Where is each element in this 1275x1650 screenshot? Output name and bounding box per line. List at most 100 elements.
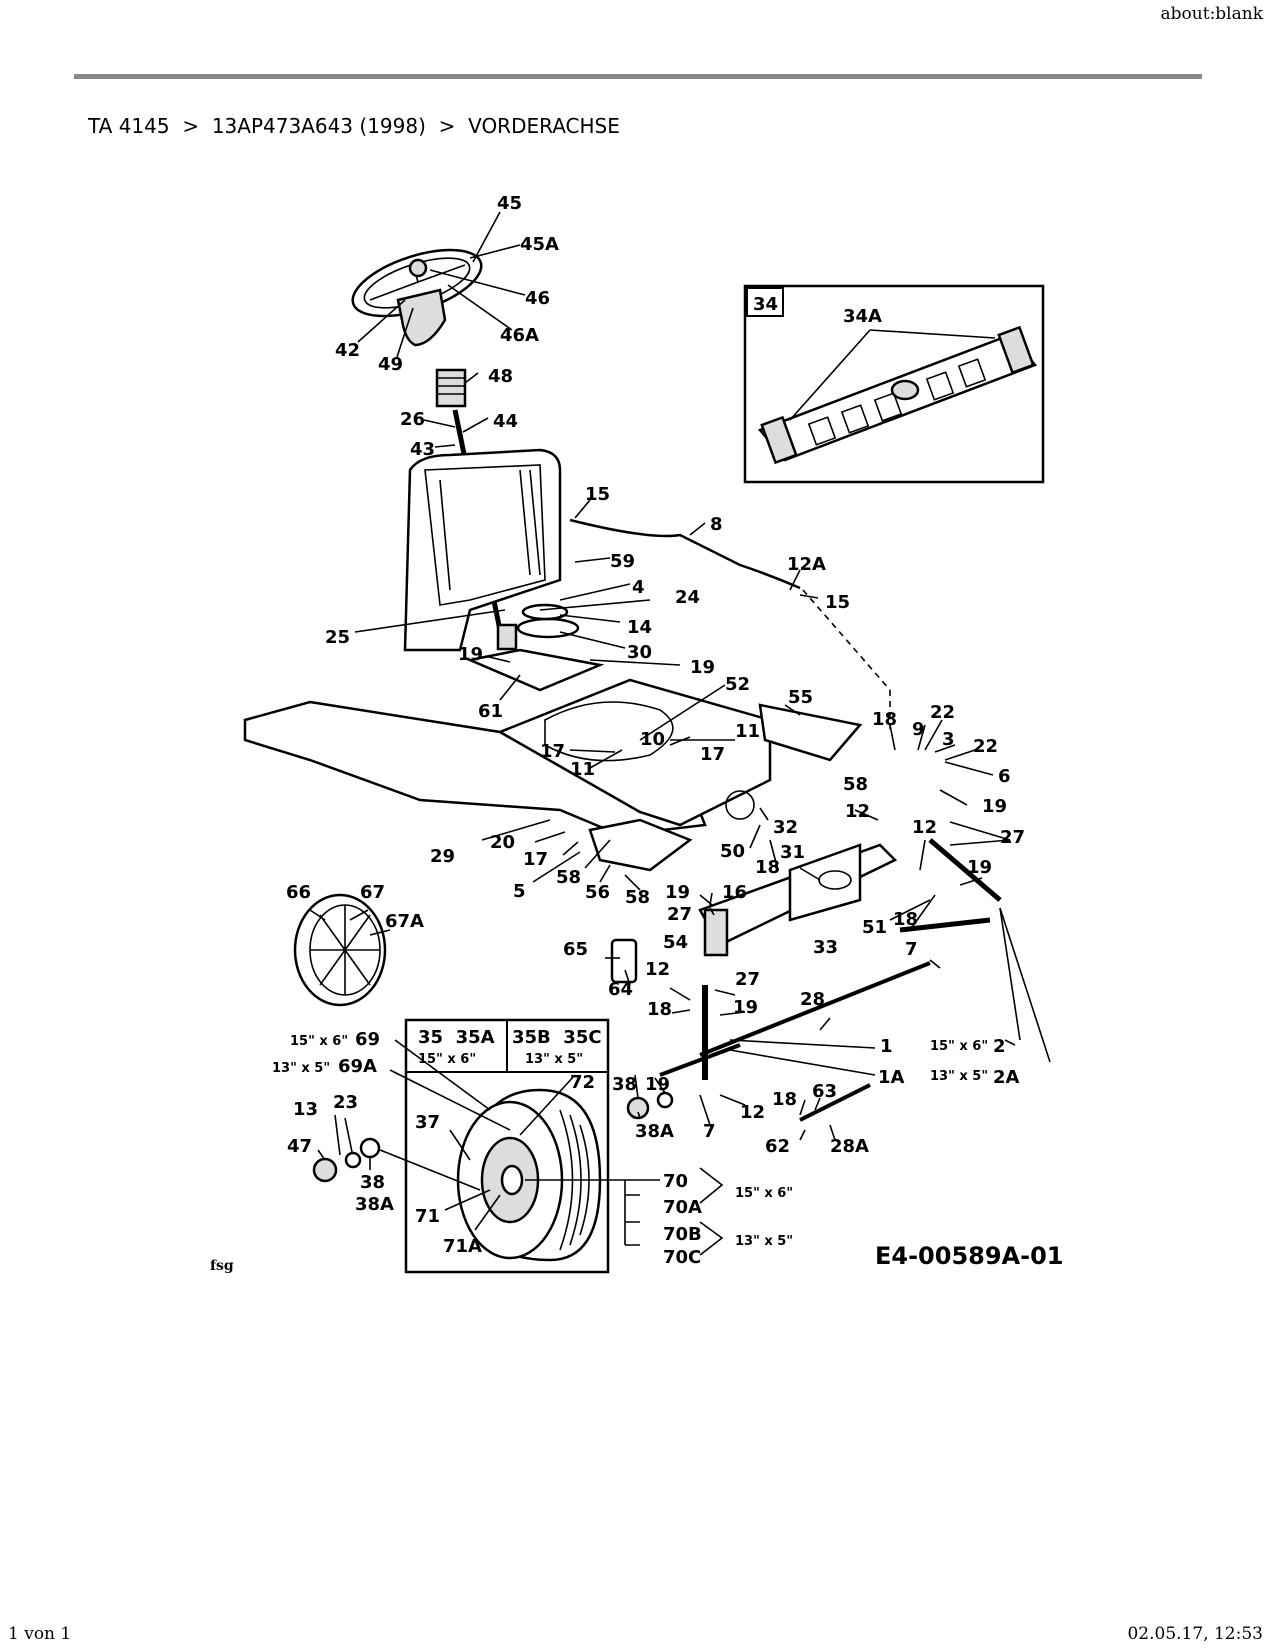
- callout-17-right: 17: [700, 744, 725, 765]
- callout-11-left: 11: [570, 759, 595, 780]
- callout-70A: 70A: [663, 1197, 702, 1218]
- callout-30: 30: [627, 642, 652, 663]
- callout-45: 45: [497, 193, 522, 214]
- callout-45A: 45A: [520, 234, 559, 255]
- callout-9: 9: [912, 719, 925, 740]
- steering-shaft-boot: [435, 368, 467, 408]
- callout-42: 42: [335, 340, 360, 361]
- callout-61: 61: [478, 701, 503, 722]
- callout-29: 29: [430, 846, 455, 867]
- callout-48: 48: [488, 366, 513, 387]
- callout-51: 51: [862, 917, 887, 938]
- callout-24: 24: [675, 587, 700, 608]
- breadcrumb-separator: >: [182, 114, 200, 138]
- callout-58-low: 58: [625, 887, 650, 908]
- callout-55: 55: [788, 687, 813, 708]
- callout-7-top: 7: [905, 939, 918, 960]
- callout-25: 25: [325, 627, 350, 648]
- callout-62: 62: [765, 1136, 790, 1157]
- callout-7-low: 7: [703, 1121, 716, 1142]
- pivot-bushing: [703, 908, 729, 957]
- size-69: 15" x 6": [290, 1034, 348, 1049]
- signature: fsg: [210, 1258, 234, 1274]
- callout-19-axle: 19: [967, 857, 992, 878]
- callout-12A: 12A: [787, 554, 826, 575]
- callout-38-left: 38: [360, 1172, 385, 1193]
- callout-18-top: 18: [872, 709, 897, 730]
- wheel-box-col1-size: 15" x 6": [418, 1052, 476, 1067]
- dashboard-console: [403, 448, 562, 652]
- front-axle: [698, 843, 898, 947]
- callout-22-top: 22: [930, 702, 955, 723]
- callout-28A: 28A: [830, 1136, 869, 1157]
- callout-71A: 71A: [443, 1236, 482, 1257]
- callout-38A-left: 38A: [355, 1194, 394, 1215]
- callout-47: 47: [287, 1136, 312, 1157]
- frame-bracket: [758, 703, 863, 762]
- callout-59: 59: [610, 551, 635, 572]
- callout-65: 65: [563, 939, 588, 960]
- callout-71: 71: [415, 1206, 440, 1227]
- callout-38-right: 38: [612, 1074, 637, 1095]
- drawing-code: E4-00589A-01: [875, 1242, 1063, 1270]
- callout-49: 49: [378, 354, 403, 375]
- callout-70: 70: [663, 1171, 688, 1192]
- callout-69A: 69A: [338, 1056, 377, 1077]
- leader-lines: [309, 211, 1051, 1231]
- breadcrumb-variant[interactable]: 13AP473A643 (1998): [211, 114, 426, 138]
- callout-18-spindle: 18: [647, 999, 672, 1020]
- callout-34A: 34A: [843, 306, 882, 327]
- callout-4: 4: [632, 577, 645, 598]
- callout-70B: 70B: [663, 1224, 702, 1245]
- drag-link: [569, 518, 801, 590]
- callout-18-axle: 18: [893, 909, 918, 930]
- callout-44: 44: [493, 411, 518, 432]
- callout-32: 32: [773, 817, 798, 838]
- axle-beam-detail: [757, 325, 1038, 465]
- callout-16: 16: [722, 882, 747, 903]
- callout-17-lower: 17: [523, 849, 548, 870]
- callout-38A-right: 38A: [635, 1121, 674, 1142]
- callout-14: 14: [627, 617, 652, 638]
- print-datetime: 02.05.17, 12:53: [1127, 1624, 1263, 1644]
- callout-27-spindle: 27: [735, 969, 760, 990]
- callout-63: 63: [812, 1081, 837, 1102]
- callout-17-left: 17: [540, 741, 565, 762]
- callout-19-left: 19: [458, 644, 483, 665]
- callout-11-right: 11: [735, 721, 760, 742]
- callout-27-right: 27: [1000, 827, 1025, 848]
- callout-10: 10: [640, 729, 665, 750]
- breadcrumb-section: VORDERACHSE: [468, 114, 620, 138]
- callout-33: 33: [813, 937, 838, 958]
- wheel-box-col1: 35 35A: [418, 1027, 495, 1048]
- callout-69: 69: [355, 1029, 380, 1050]
- breadcrumb-separator: >: [438, 114, 456, 138]
- callout-20: 20: [490, 832, 515, 853]
- callout-67: 67: [360, 882, 385, 903]
- callout-2: 2: [993, 1036, 1006, 1057]
- callout-13: 13: [293, 1099, 318, 1120]
- wheel-box-col2: 35B 35C: [512, 1027, 602, 1048]
- callout-64: 64: [608, 979, 633, 1000]
- callout-15-top: 15: [585, 484, 610, 505]
- bushing-65: [610, 938, 638, 984]
- callout-18-low: 18: [772, 1089, 797, 1110]
- callout-56: 56: [585, 882, 610, 903]
- breadcrumb-model[interactable]: TA 4145: [88, 114, 170, 138]
- callout-1A: 1A: [878, 1067, 905, 1088]
- page-count: 1 von 1: [8, 1624, 72, 1644]
- header-divider: [74, 74, 1202, 79]
- inset-box-number: 34: [753, 294, 778, 315]
- callout-43: 43: [410, 439, 435, 460]
- callout-18-mid: 18: [755, 857, 780, 878]
- callout-2A: 2A: [993, 1067, 1020, 1088]
- callout-8: 8: [710, 514, 723, 535]
- callout-19-center: 19: [690, 657, 715, 678]
- hubcap: [293, 893, 387, 1007]
- callout-12-spindle: 12: [645, 959, 670, 980]
- callout-31: 31: [780, 842, 805, 863]
- size-70B: 13" x 5": [735, 1234, 793, 1249]
- callout-15-right: 15: [825, 592, 850, 613]
- callout-66: 66: [286, 882, 311, 903]
